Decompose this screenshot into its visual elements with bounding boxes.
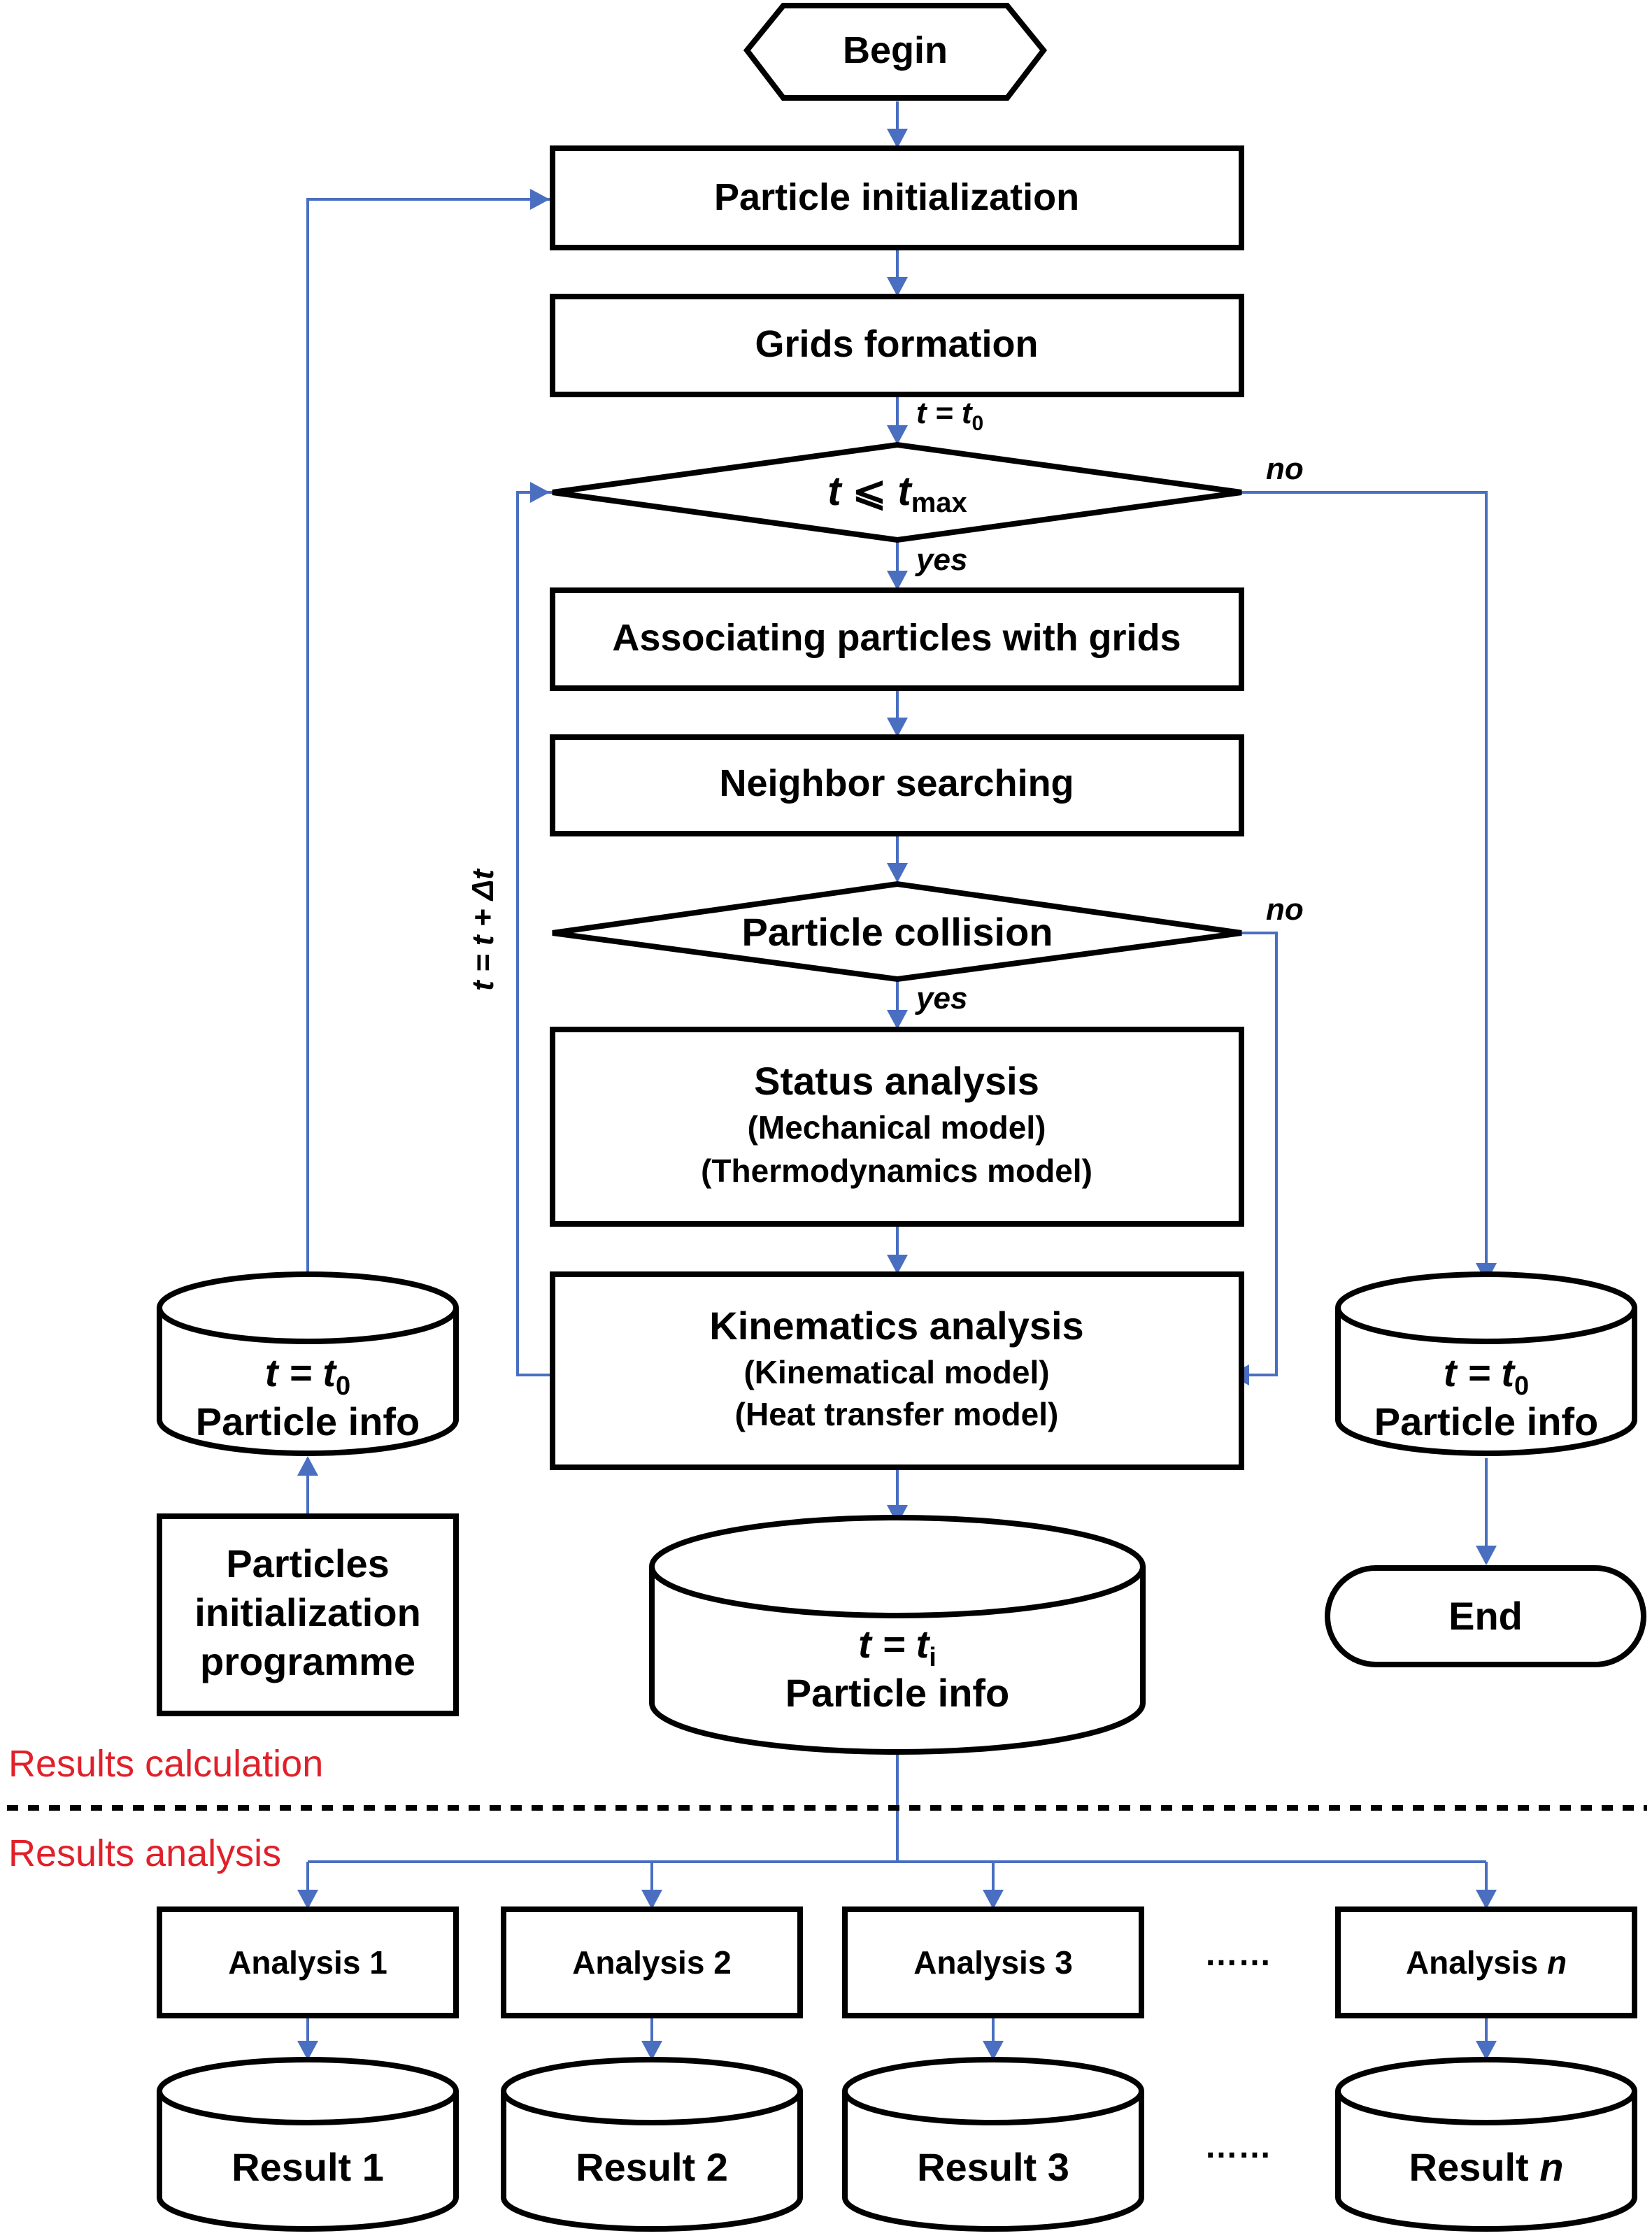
particle-init-box (550, 145, 1244, 250)
db-right-time: t = t0 (1444, 1350, 1529, 1401)
arrowhead-kinematics (887, 1255, 908, 1274)
neighbor-box (550, 734, 1244, 836)
init-programme-line3: programme (200, 1639, 415, 1683)
end-label: End (1448, 1594, 1523, 1638)
arrowhead-init-left (530, 189, 550, 210)
arrowhead-a1 (297, 1890, 318, 1909)
analysis-box-1 (157, 1906, 459, 2018)
init-programme-line1: Particles (226, 1541, 390, 1585)
kinematics-title: Kinematics analysis (709, 1304, 1083, 1348)
analysis-box-2 (501, 1906, 803, 2018)
collision-diamond (552, 881, 1242, 983)
db-right: t = t0 Particle info (1335, 1271, 1637, 1456)
arrowhead-cond (887, 425, 908, 445)
db-center: t = ti Particle info (649, 1515, 1146, 1755)
collision-yes-label: yes (915, 981, 967, 1015)
db-left: t = t0 Particle info (157, 1271, 459, 1456)
arrowhead-a2 (641, 1890, 662, 1909)
status-line2: (Thermodynamics model) (701, 1153, 1092, 1189)
arrowhead-init (887, 129, 908, 148)
db-center-label: Particle info (785, 1671, 1010, 1715)
arrowhead-an (1476, 1890, 1497, 1909)
status-line1: (Mechanical model) (748, 1109, 1046, 1146)
end-terminator (1325, 1565, 1646, 1667)
arrowhead-status (887, 1010, 908, 1029)
result-label-n: Result n (1409, 2145, 1564, 2189)
result-label-1: Result 1 (232, 2145, 384, 2189)
analysis-label-n: Analysis n (1406, 1944, 1567, 1981)
result-label-3: Result 3 (917, 2145, 1069, 2189)
arrowhead-r3 (983, 2041, 1004, 2060)
cond-no-label: no (1266, 452, 1304, 486)
arrowheads (297, 129, 1497, 2060)
arrowhead-loop-back (530, 482, 550, 503)
kinematics-line2: (Heat transfer model) (735, 1396, 1059, 1432)
result-db-2: Result 2 (501, 2057, 803, 2232)
result-db-3: Result 3 (842, 2057, 1144, 2232)
init-programme-box (157, 1513, 459, 1716)
analysis-label-1: Analysis 1 (228, 1944, 387, 1981)
arrowhead-grids (887, 277, 908, 297)
init-programme-line2: initialization (194, 1590, 421, 1634)
collision-label: Particle collision (741, 910, 1053, 954)
begin-hexagon (743, 3, 1048, 101)
particle-init-label: Particle initialization (714, 176, 1079, 218)
result-label-2: Result 2 (576, 2145, 728, 2189)
analysis-ellipsis: …… (1204, 1936, 1272, 1973)
connector-loop-back (516, 491, 553, 1376)
begin-label: Begin (843, 29, 948, 71)
arrowhead-r2 (641, 2041, 662, 2060)
result-ellipsis: …… (1204, 2128, 1272, 2165)
connector-cond-no (1241, 491, 1488, 1280)
analysis-label-3: Analysis 3 (913, 1944, 1073, 1981)
collision-no-label: no (1266, 892, 1304, 927)
cond-yes-label: yes (915, 543, 967, 577)
t-init-label: t = t0 (916, 396, 983, 435)
associating-label: Associating particles with grids (612, 617, 1181, 659)
status-title: Status analysis (754, 1059, 1039, 1103)
connector-dbleft-init (306, 198, 553, 1280)
arrowhead-end (1476, 1546, 1497, 1565)
arrowhead-rn (1476, 2041, 1497, 2060)
db-left-label: Particle info (196, 1399, 420, 1444)
db-center-time: t = ti (858, 1622, 937, 1672)
analysis-box-3 (842, 1906, 1144, 2018)
analysis-box-n (1335, 1906, 1637, 2018)
result-db-n: Result n (1335, 2057, 1637, 2232)
analysis-label-2: Analysis 2 (572, 1944, 732, 1981)
arrowhead-collision (887, 863, 908, 883)
arrowhead-r1 (297, 2041, 318, 2060)
kinematics-box (550, 1271, 1244, 1470)
section-analysis-label: Results analysis (8, 1832, 281, 1874)
associating-box (550, 587, 1244, 691)
connector-collision-no (1241, 932, 1278, 1376)
result-db-1: Result 1 (157, 2057, 459, 2232)
status-box (550, 1027, 1244, 1227)
arrowhead-neighbor (887, 718, 908, 737)
arrowhead-a3 (983, 1890, 1004, 1909)
arrowhead-db-left (297, 1456, 318, 1476)
arrowhead-assoc (887, 571, 908, 590)
db-left-time: t = t0 (265, 1350, 350, 1401)
grids-box (550, 294, 1244, 397)
kinematics-line1: (Kinematical model) (743, 1354, 1049, 1390)
increment-label: t = t + Δt (466, 868, 500, 991)
loop-condition-diamond (552, 441, 1242, 543)
grids-label: Grids formation (755, 323, 1038, 365)
section-calc-label: Results calculation (8, 1743, 323, 1785)
db-right-label: Particle info (1374, 1399, 1599, 1444)
loop-condition-label: t ⩽ tmax (827, 469, 967, 518)
neighbor-label: Neighbor searching (719, 762, 1074, 804)
